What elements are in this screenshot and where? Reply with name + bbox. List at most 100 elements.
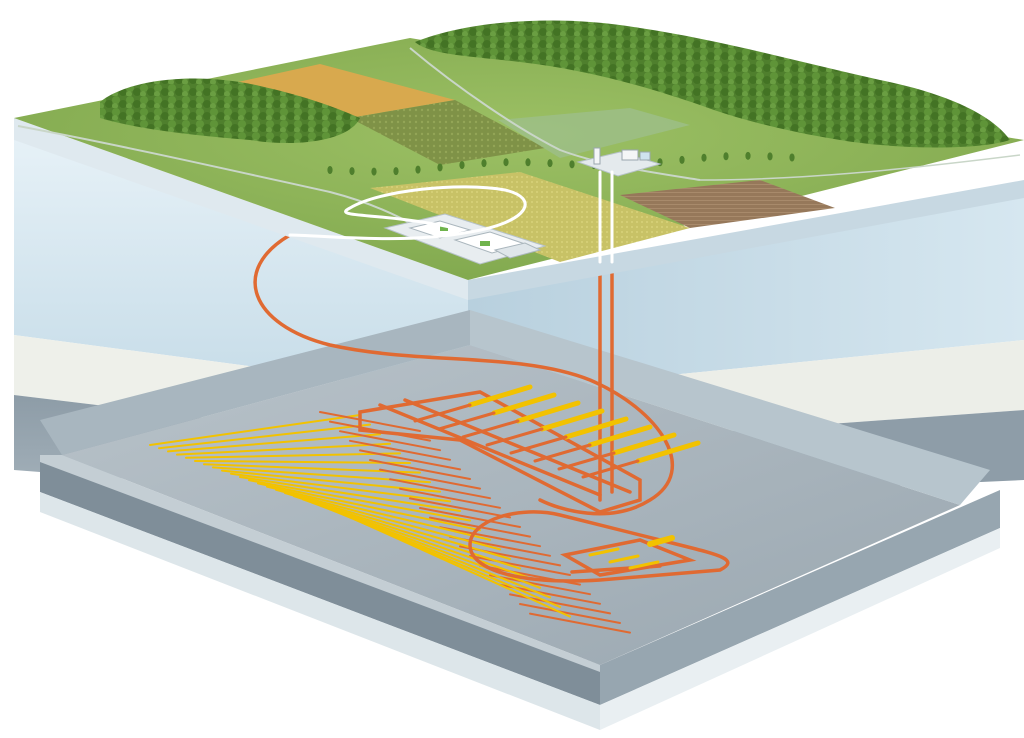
tree <box>701 153 707 162</box>
field-brown <box>620 180 835 228</box>
disposal-access-tunnel <box>533 443 592 463</box>
drift-tunnel-segment <box>379 468 481 490</box>
front-slab-left <box>40 455 600 705</box>
disposal-access-tunnel <box>437 411 496 431</box>
disposal-drift-small <box>158 423 371 450</box>
disposal-drift-small <box>239 476 461 512</box>
field-meadow <box>498 108 690 158</box>
tree <box>415 165 421 174</box>
surface-edge-right <box>468 180 1024 300</box>
drift-tunnel-segment <box>349 439 451 461</box>
drift-tunnel-segment <box>419 507 521 528</box>
tree <box>789 153 795 162</box>
drift-tunnel-segment <box>319 411 421 432</box>
central-area-ring <box>468 510 730 583</box>
disposal-drift-small <box>185 452 401 459</box>
drift-tunnel-segment <box>489 574 591 596</box>
layer-sky-left <box>14 138 468 395</box>
road-2 <box>409 47 701 181</box>
drift-tunnel-segment <box>409 497 511 519</box>
disposal-access-tunnel <box>413 403 472 423</box>
hlw-disposal-drifts <box>413 384 701 570</box>
field-orange <box>238 64 455 118</box>
access-ramp <box>288 170 614 264</box>
rock-block <box>14 138 1024 730</box>
disposal-access-tunnel <box>461 419 520 439</box>
disposal-drift-small <box>176 442 391 456</box>
road-3 <box>699 154 1021 181</box>
front-slab-right <box>600 490 1000 705</box>
disposal-drift-small <box>221 469 441 493</box>
parallel-tunnel-2 <box>403 398 632 494</box>
drift-tunnel-segment <box>389 478 491 500</box>
forest-left <box>100 78 360 144</box>
tree <box>371 167 377 176</box>
disposal-access-tunnel <box>581 459 640 479</box>
field-yellow <box>370 172 690 262</box>
field-olive <box>350 100 545 165</box>
ramp-underground <box>253 233 674 516</box>
disposal-drift-small <box>293 495 521 570</box>
disposal-drift-small <box>230 472 451 503</box>
tree <box>459 161 465 170</box>
tree <box>569 160 575 169</box>
disposal-drift-small <box>194 460 411 464</box>
disposal-access-tunnel <box>557 451 616 471</box>
disposal-tube-small <box>608 554 640 564</box>
bottom-layer-left <box>40 492 600 730</box>
tree <box>349 167 355 176</box>
disposal-drift-small <box>149 414 361 446</box>
disposal-tube-small <box>588 547 620 557</box>
tree <box>547 159 553 168</box>
drift-tunnel-segment <box>399 487 501 509</box>
tree <box>481 159 487 168</box>
floor-rim <box>40 455 600 672</box>
drift-tunnel-segment <box>359 449 461 471</box>
disposal-drift-small <box>338 511 571 618</box>
disposal-tube-large <box>587 424 653 448</box>
tree <box>745 151 751 160</box>
bottom-layer-right <box>600 528 1000 730</box>
drift-tunnel-segment <box>469 555 571 576</box>
tree <box>525 158 531 167</box>
disposal-tube-large <box>563 416 629 440</box>
shaft-headframe <box>576 147 662 177</box>
disposal-access-tunnel <box>485 427 544 447</box>
disposal-drift-small <box>167 433 381 453</box>
bottom-branch <box>570 564 662 574</box>
ramp-above-ground <box>288 185 527 241</box>
drift-tunnel-segment <box>519 603 621 624</box>
disposal-tube-large <box>539 408 605 432</box>
tree <box>767 152 773 161</box>
lower-tunnel <box>560 538 697 577</box>
tree <box>327 166 333 174</box>
ground-surface <box>14 20 1024 300</box>
drift-tunnel-segment <box>439 526 541 548</box>
disposal-tube-large <box>467 384 533 408</box>
tree <box>393 167 399 176</box>
forest-right <box>415 20 1010 148</box>
surface-edge-left <box>14 118 468 300</box>
tree <box>503 158 509 167</box>
tree <box>723 152 729 161</box>
layer-sky-right <box>468 195 1024 395</box>
disposal-tube-large <box>635 440 701 464</box>
disposal-tube-large <box>647 535 675 547</box>
drift-tunnel-segment <box>339 430 441 452</box>
disposal-tube-large <box>515 400 581 424</box>
disposal-tube-large <box>611 432 677 456</box>
drift-tunnel-segment <box>369 459 471 480</box>
disposal-tube-large <box>491 392 557 416</box>
disposal-drift-small <box>248 479 471 522</box>
drift-tunnel-segment <box>529 612 631 634</box>
disposal-drift-small <box>257 482 481 532</box>
tree <box>437 163 443 172</box>
tree <box>679 155 685 164</box>
disposal-tube-small <box>628 560 660 570</box>
disposal-drift-small <box>266 485 491 541</box>
disposal-drift-small <box>284 492 511 560</box>
disposal-drift-small <box>275 488 501 551</box>
disposal-access-tunnel <box>509 435 568 455</box>
